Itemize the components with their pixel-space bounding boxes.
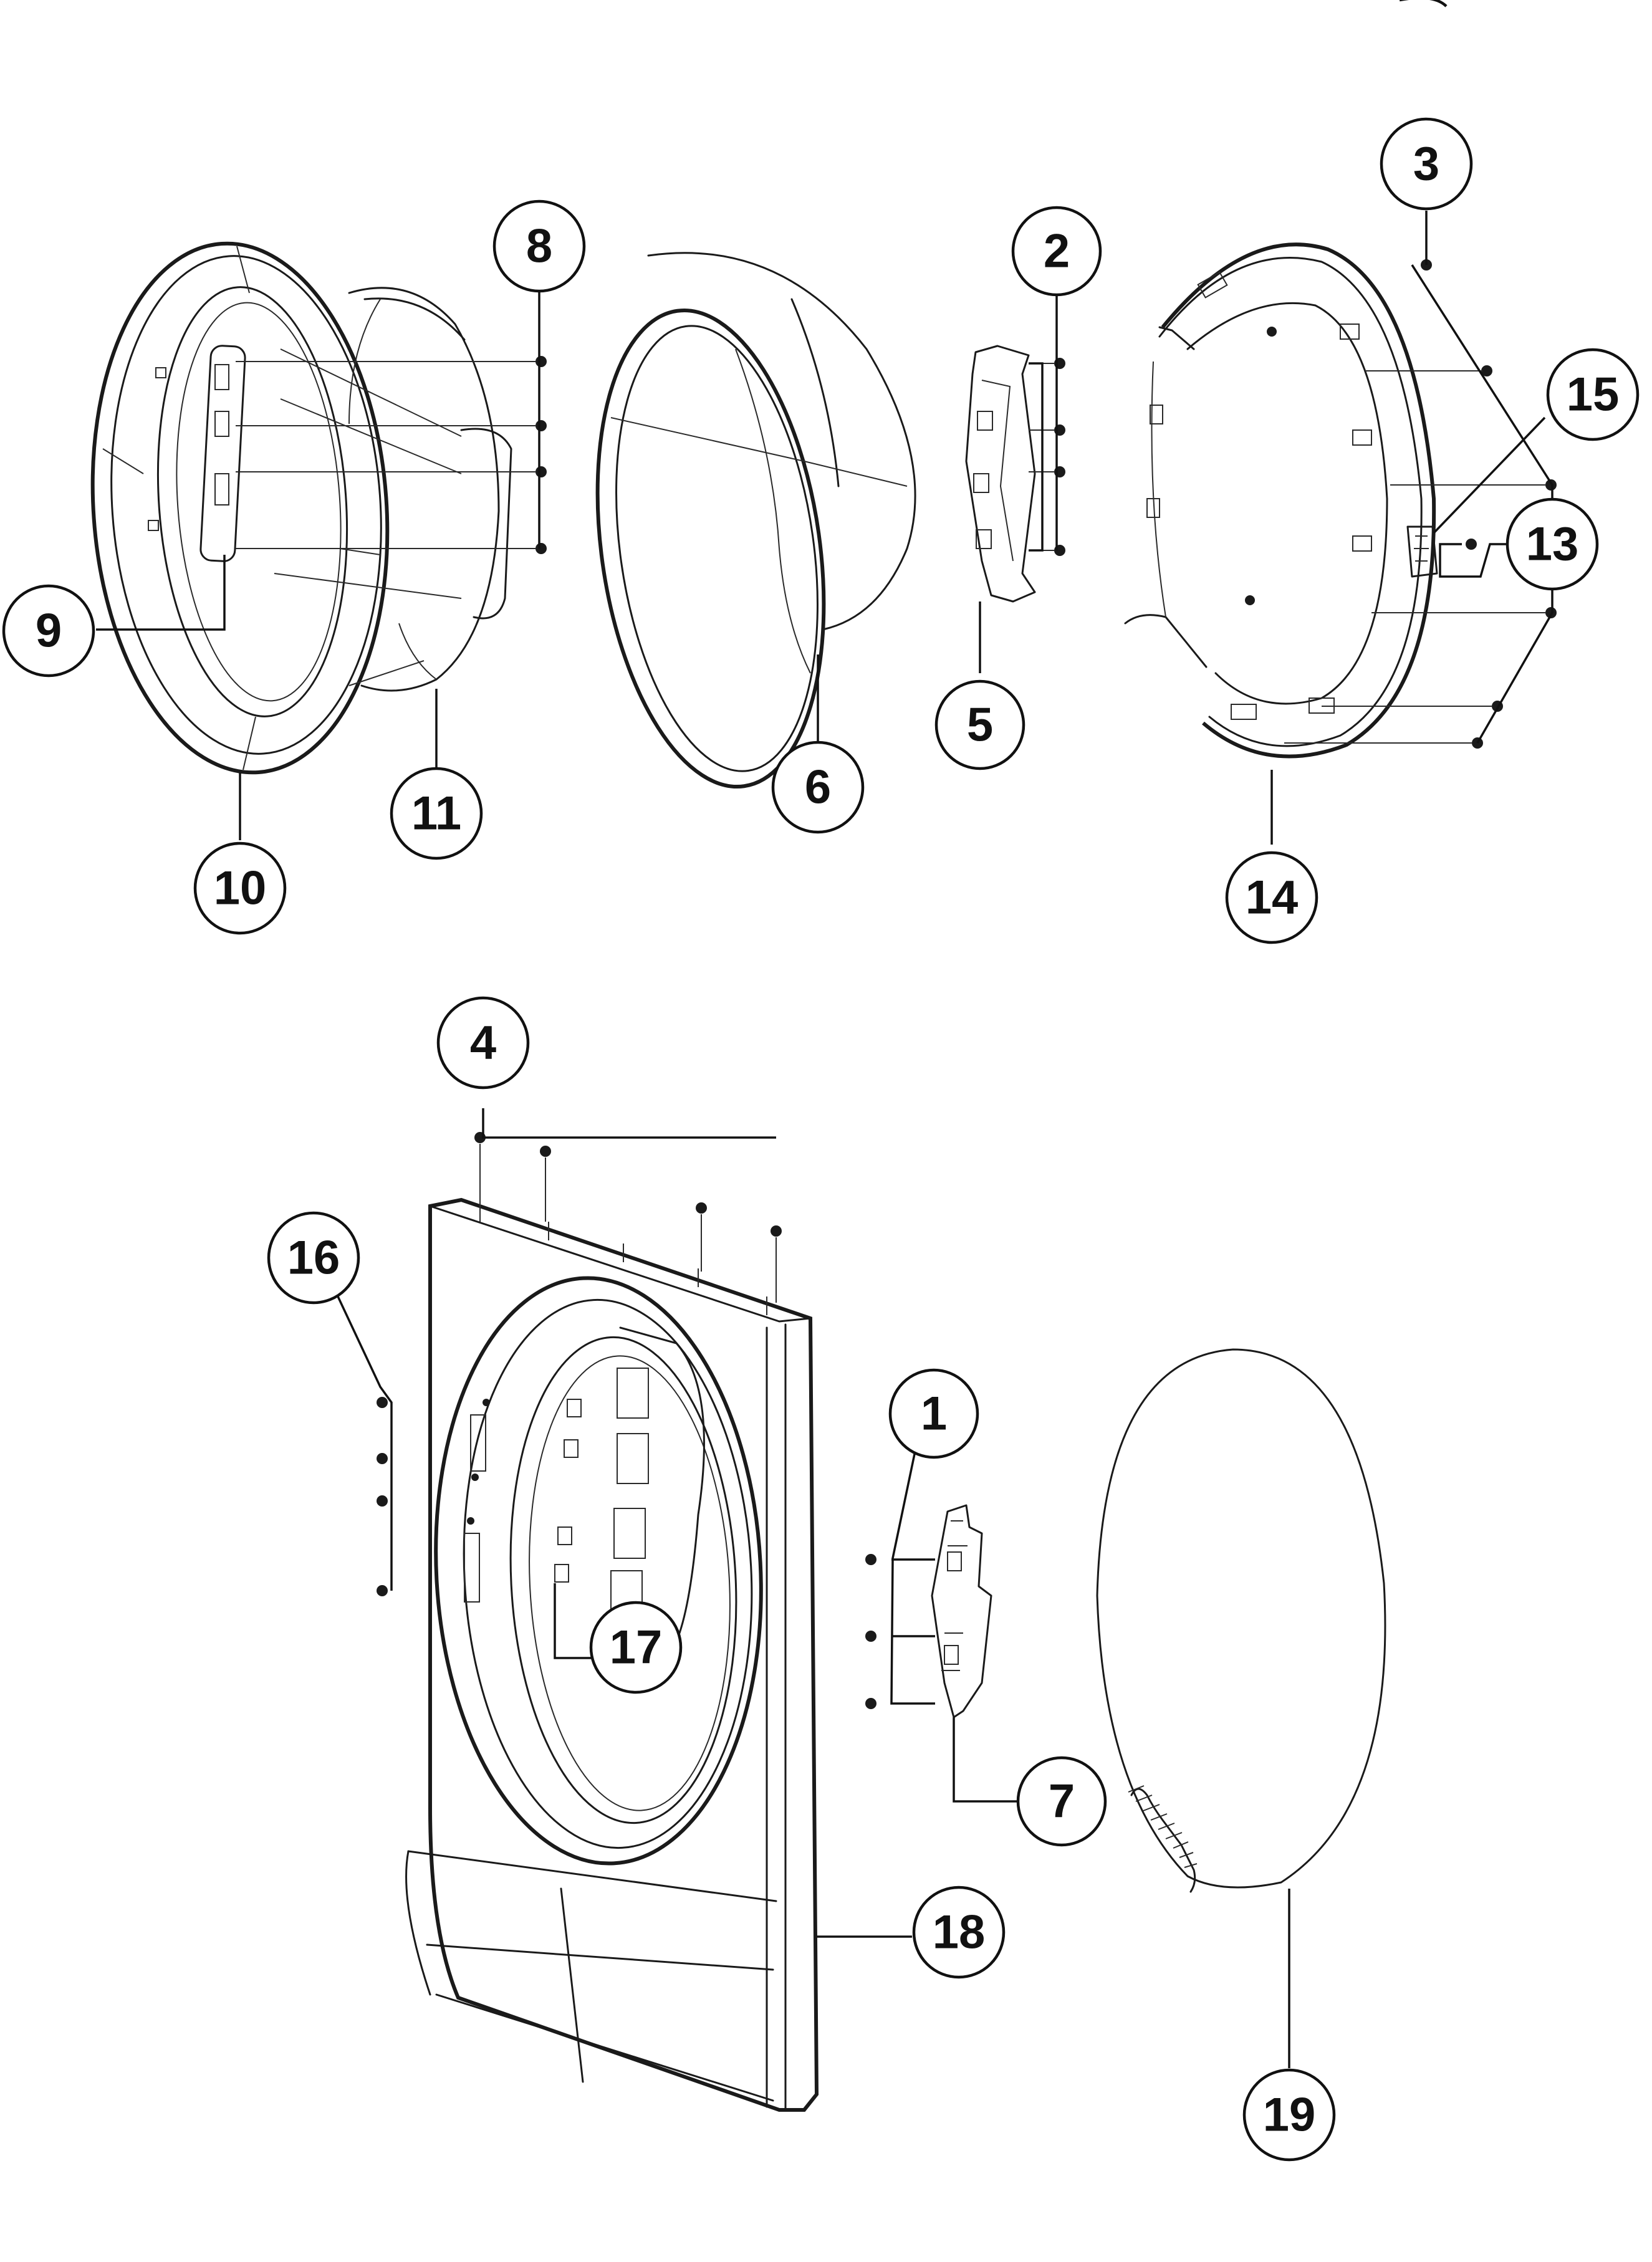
svg-text:3: 3 [1413,138,1439,191]
callout-14: 14 [1225,851,1318,944]
callout-8: 8 [492,199,586,293]
callout-15: 15 [1546,348,1640,441]
door-inner-bowl-frame [274,287,512,692]
cropped-callout-edge [1400,0,1448,7]
screws-16 [377,1397,388,1596]
gasket-spring [1128,1785,1198,1893]
svg-text:8: 8 [526,220,552,273]
callout-18: 18 [912,1886,1006,1979]
svg-text:7: 7 [1049,1775,1075,1828]
callout-16: 16 [267,1211,360,1305]
latch-bracket-15 [1406,525,1438,578]
svg-text:10: 10 [214,862,267,915]
svg-text:1: 1 [921,1387,947,1440]
svg-text:13: 13 [1526,518,1579,571]
screws-8 [236,356,547,554]
svg-text:16: 16 [287,1232,340,1285]
svg-text:17: 17 [610,1621,663,1674]
door-lock-bracket [865,1504,992,1718]
callout-3: 3 [1380,117,1473,211]
svg-text:11: 11 [411,787,461,840]
callout-9: 9 [2,584,95,678]
door-outer-frame [90,241,390,775]
svg-text:6: 6 [805,761,831,814]
callout-5: 5 [934,679,1025,770]
svg-text:14: 14 [1246,871,1299,924]
front-panel [405,1197,819,2112]
svg-text:19: 19 [1263,2089,1316,2142]
svg-text:4: 4 [470,1017,496,1070]
svg-text:2: 2 [1044,225,1070,278]
callout-4: 4 [436,996,530,1090]
callout-7: 7 [1016,1756,1107,1847]
callout-11: 11 [390,767,483,860]
svg-text:15: 15 [1567,368,1620,421]
screws-4 [474,1132,782,1303]
leader-lines [96,211,1554,2068]
door-hinge-part [965,345,1065,603]
callout-2: 2 [1011,206,1102,297]
door-inner-ring [1124,242,1436,759]
callout-1: 1 [888,1368,979,1459]
door-glass-bowl [595,252,916,789]
door-gasket [1096,1348,1386,1889]
callout-6: 6 [771,740,865,834]
callout-17: 17 [589,1601,683,1694]
callout-19: 19 [1242,2068,1336,2162]
callout-13: 13 [1506,497,1599,591]
screws-3-13 [1284,259,1557,749]
svg-text:9: 9 [36,605,62,658]
svg-text:5: 5 [967,699,993,752]
svg-text:18: 18 [933,1906,986,1959]
callout-10: 10 [193,841,287,935]
